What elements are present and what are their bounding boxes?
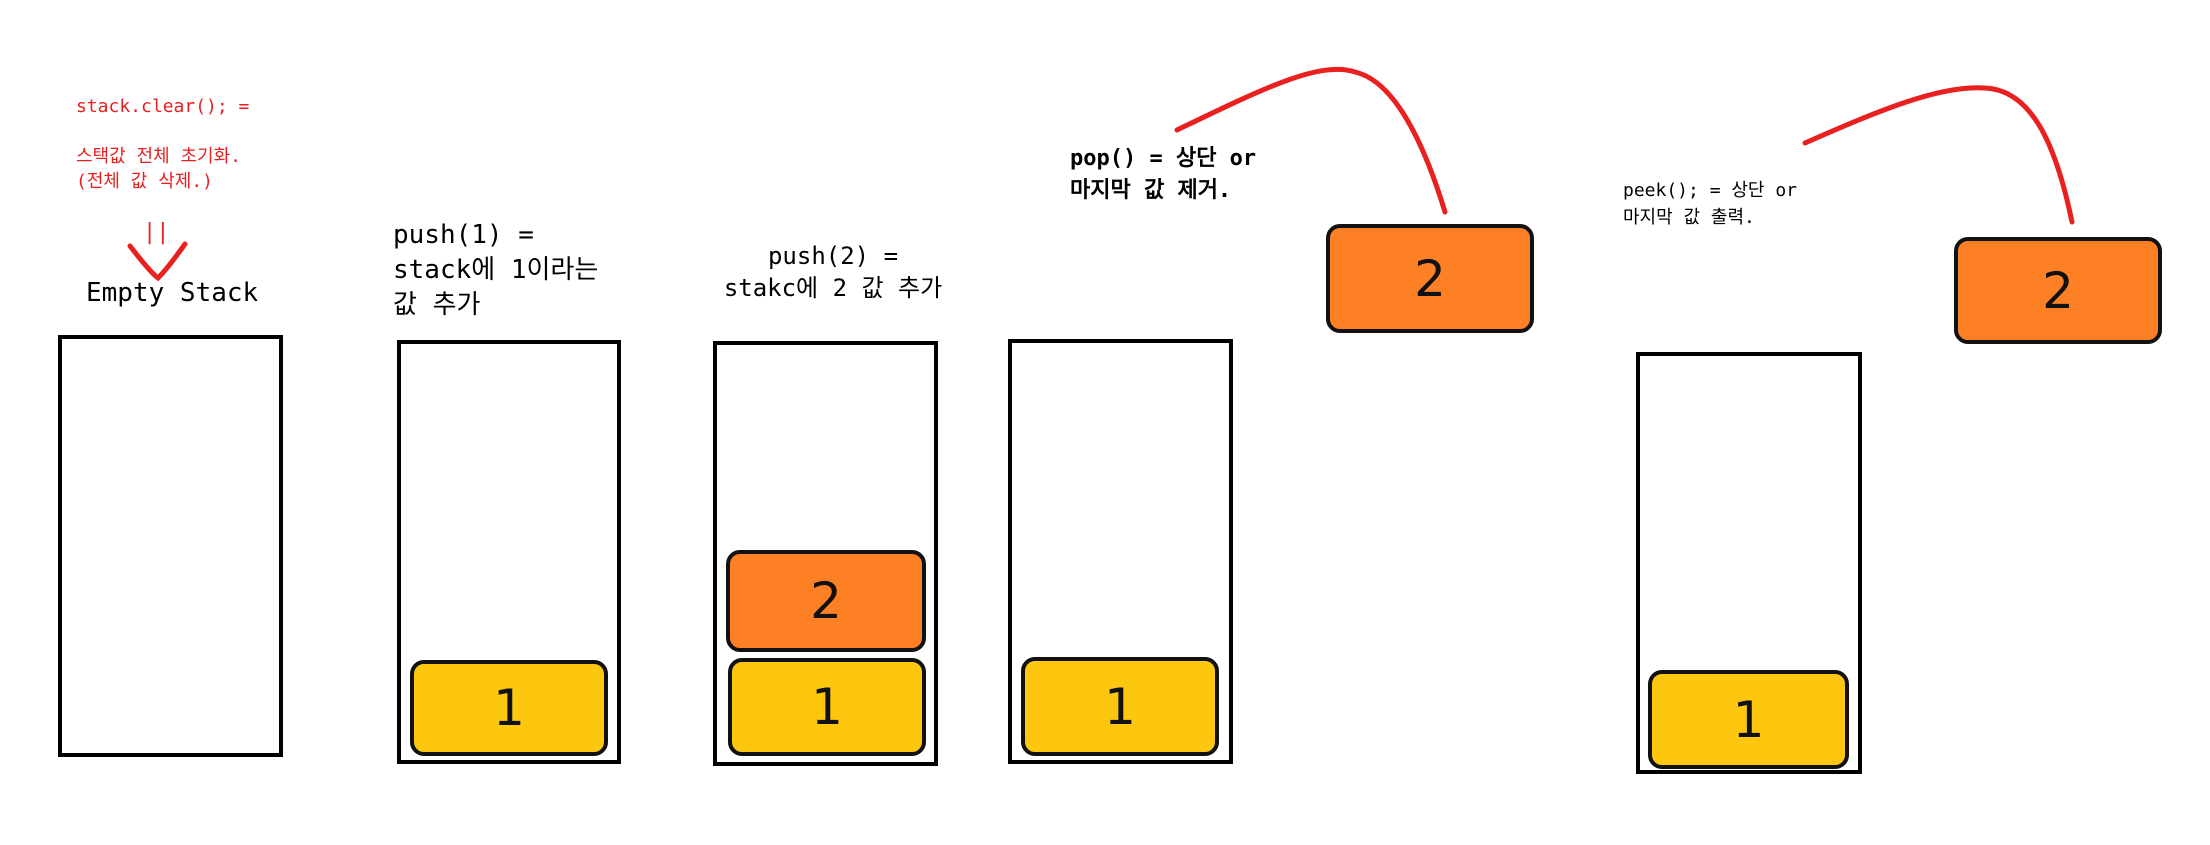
push2-annotation: push(2) = stakc에 2 값 추가 [723, 242, 943, 302]
push2-item-2: 2 [726, 550, 926, 652]
down-arrow-stroke [127, 241, 188, 282]
pop-item-1: 1 [1021, 657, 1219, 756]
empty-stack-label: Empty Stack [86, 278, 259, 308]
peek-shown-item-2: 2 [1954, 237, 2162, 344]
peek-annotation: peek(); = 상단 or 마지막 값 출력. [1623, 180, 1797, 228]
equals-mark: || [143, 220, 170, 245]
clear-annotation: stack.clear(); = 스택값 전체 초기화. (전체 값 삭제.) [76, 96, 250, 192]
pop-arc-stroke [1174, 66, 1448, 215]
empty-stack [58, 335, 283, 757]
push1-item-1: 1 [410, 660, 608, 756]
pop-annotation: pop() = 상단 or 마지막 값 제거. [1070, 146, 1257, 203]
pop-removed-item-2: 2 [1326, 224, 1534, 333]
push1-annotation: push(1) = stack에 1이라는 값 추가 [393, 220, 599, 320]
peek-item-1: 1 [1648, 670, 1849, 769]
peek-arc-stroke [1802, 85, 2075, 225]
push2-item-1: 1 [728, 658, 926, 756]
